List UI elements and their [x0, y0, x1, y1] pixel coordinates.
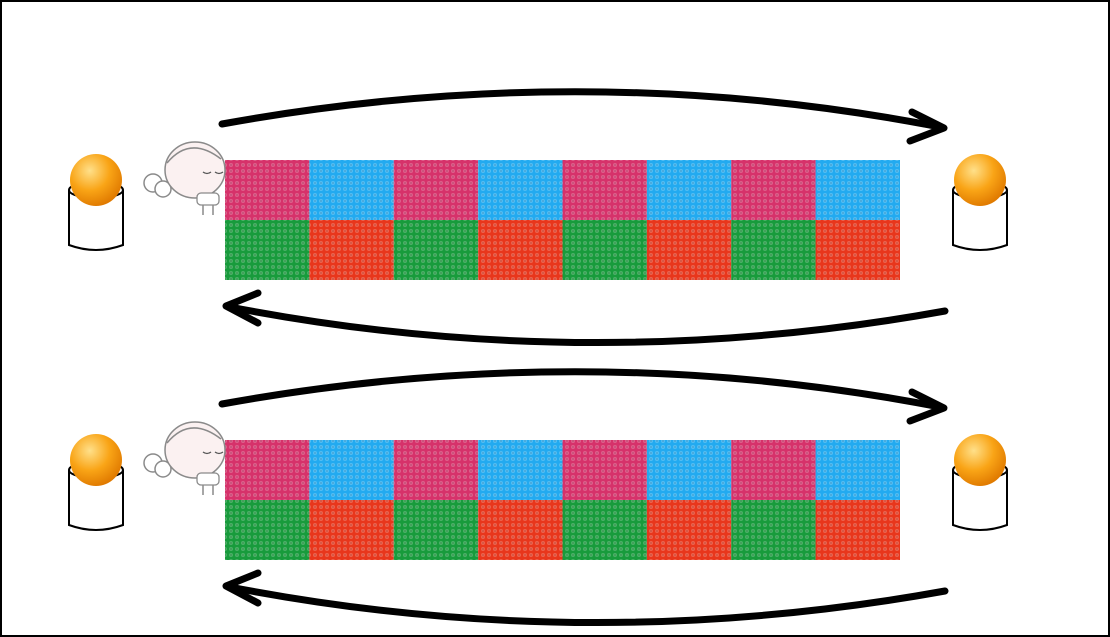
arrow-right-head: [906, 108, 948, 145]
mat-tile-texture: [815, 160, 900, 220]
cone-icon: [952, 470, 1008, 531]
cone-with-ball-right: [952, 154, 1008, 251]
mat-tile-texture: [646, 220, 732, 280]
mat-tile-texture: [478, 220, 563, 280]
mat-tile-texture: [309, 500, 394, 560]
cone-with-ball-left: [68, 434, 124, 531]
ball-icon: [70, 154, 122, 206]
mat-tile-texture: [309, 160, 394, 220]
ball-icon: [70, 434, 122, 486]
mat-tile-texture: [478, 440, 563, 500]
mat-tile-texture: [225, 160, 310, 220]
mat-tile-texture: [562, 440, 647, 500]
mat-tile-texture: [478, 160, 563, 220]
ball-icon: [954, 154, 1006, 206]
mat-tile-texture: [646, 500, 732, 560]
cone-icon: [952, 190, 1008, 251]
mat-tile-texture: [393, 220, 479, 280]
mat-tile-texture: [815, 440, 900, 500]
mat-tile-texture: [225, 440, 310, 500]
ball-icon: [954, 434, 1006, 486]
cone-with-ball-right: [952, 434, 1008, 531]
mat-tile-texture: [815, 220, 900, 280]
mat-tile-texture: [393, 500, 479, 560]
mat-tile-texture: [309, 220, 394, 280]
sensory-mat: [225, 160, 900, 280]
child-figure-icon: [143, 141, 226, 215]
mat-tile-texture: [309, 440, 394, 500]
mat-tile-texture: [478, 500, 563, 560]
mat-tile-texture: [815, 500, 900, 560]
cone-with-ball-left: [68, 154, 124, 251]
mat-tile-texture: [731, 500, 816, 560]
mat-tile-texture: [562, 160, 647, 220]
mat-tile-texture: [225, 220, 310, 280]
arrow-right: [218, 368, 944, 411]
mat-tile-texture: [562, 220, 647, 280]
cone-icon: [68, 190, 124, 251]
mat-tile-texture: [646, 160, 732, 220]
mat-tile-texture: [225, 500, 310, 560]
mat-tile-texture: [731, 160, 816, 220]
mat-tile-texture: [731, 440, 816, 500]
cone-icon: [68, 470, 124, 531]
arrow-right-head: [906, 388, 948, 425]
arrow-left: [226, 583, 949, 627]
mat-tile-texture: [393, 440, 479, 500]
child-figure-icon: [143, 421, 226, 495]
lane-1: [68, 88, 1008, 347]
arrow-left-head: [222, 569, 262, 607]
arrow-left-head: [222, 289, 262, 327]
sensory-mat: [225, 440, 900, 560]
mat-tile-texture: [731, 220, 816, 280]
mat-tile-texture: [393, 160, 479, 220]
arrow-left: [226, 303, 949, 347]
mat-tile-texture: [646, 440, 732, 500]
mat-tile-texture: [562, 500, 647, 560]
arrow-right: [218, 88, 944, 131]
lane-2: [68, 368, 1008, 627]
